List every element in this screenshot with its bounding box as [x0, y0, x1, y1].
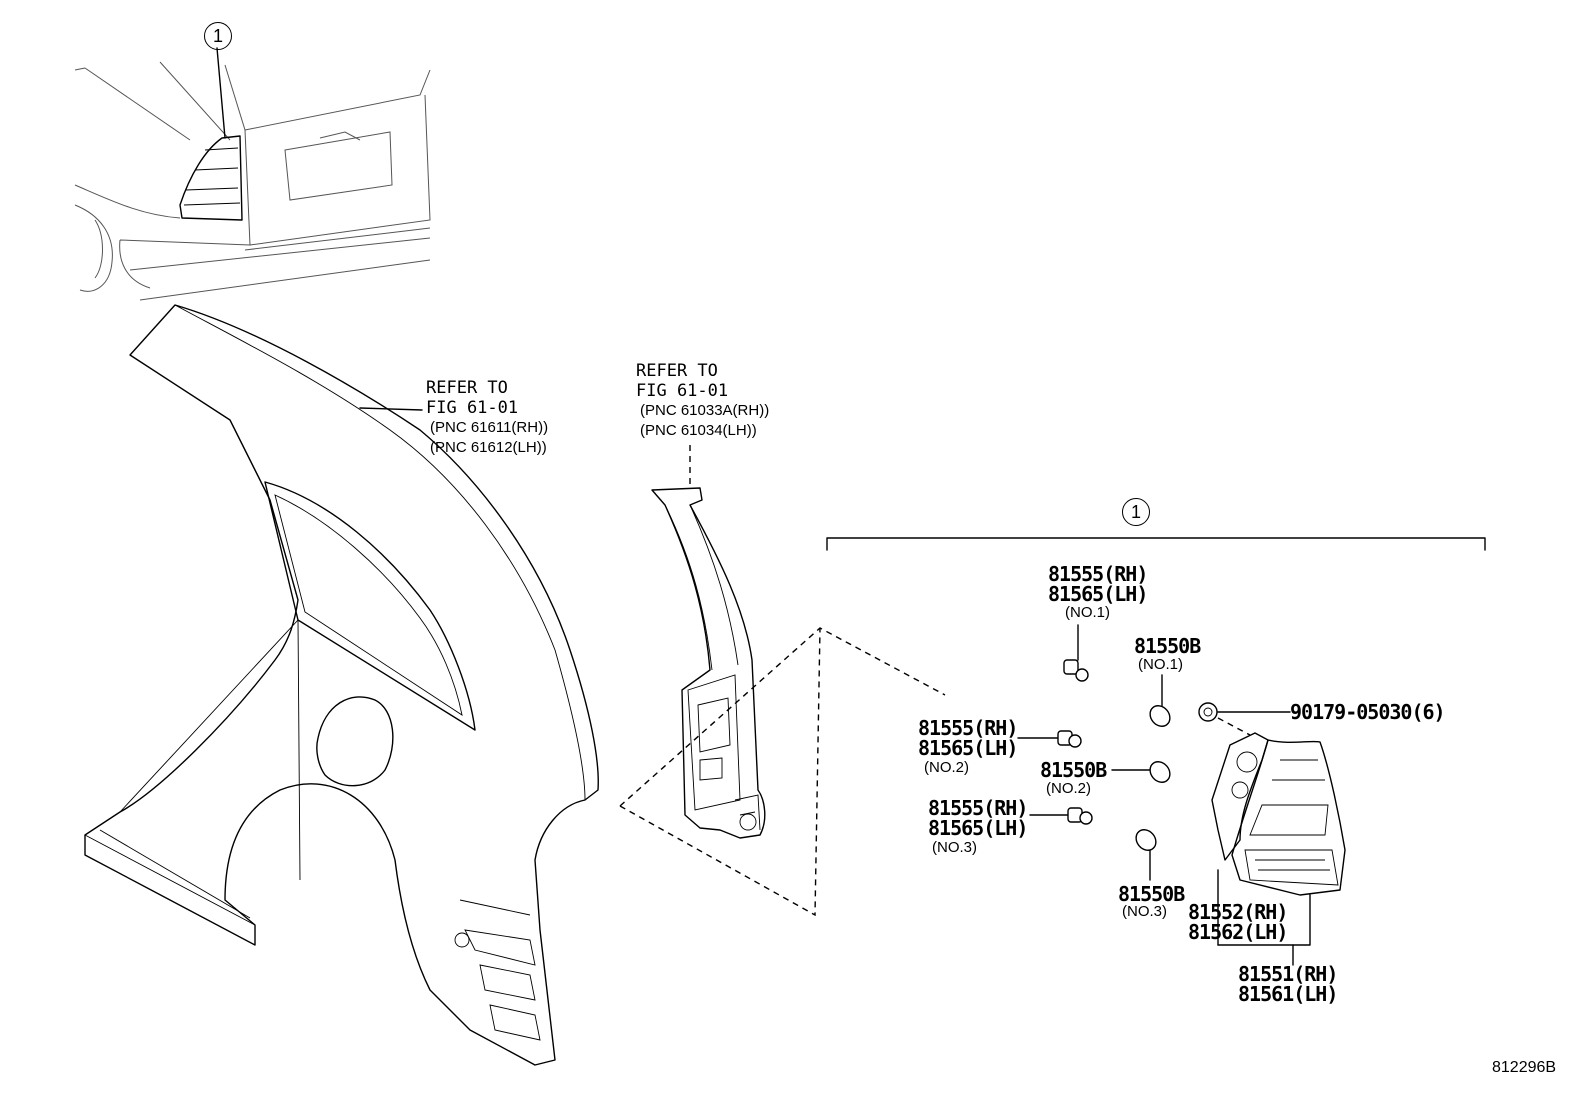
socket-no2-drawing — [1017, 730, 1082, 748]
inner-panel — [651, 445, 766, 839]
figure-code: 812296B — [1492, 1059, 1557, 1076]
bulb-no2-drawing — [1111, 761, 1171, 783]
socket-no1-note: (NO.1) — [1065, 604, 1110, 621]
lens-lh: 81562(LH) — [1188, 920, 1288, 944]
nut-pn: 90179-05030(6) — [1290, 700, 1446, 724]
lamp-rh: 81551(RH) — [1238, 962, 1338, 986]
socket-no3-drawing — [1029, 807, 1093, 825]
lamp-lh: 81561(LH) — [1238, 982, 1338, 1006]
bulb-no1-drawing — [1149, 674, 1171, 727]
inner-panel-refer: REFER TO — [636, 361, 718, 381]
socket-no3-rh: 81555(RH) — [928, 796, 1028, 820]
inner-panel-pnc-rh: (PNC 61033A(RH)) — [640, 402, 770, 419]
quarter-panel-refer: REFER TO — [426, 378, 508, 398]
socket-no1-drawing — [1063, 624, 1089, 682]
inner-panel-pnc-lh: (PNC 61034(LH)) — [640, 422, 757, 439]
socket-no2-note: (NO.2) — [924, 759, 969, 776]
bulb-no1-note: (NO.1) — [1138, 656, 1183, 673]
socket-no2-rh: 81555(RH) — [918, 716, 1018, 740]
tail-lamp-drawing — [1211, 732, 1346, 966]
bulb-no3-note: (NO.3) — [1122, 903, 1167, 920]
lens-rh: 81552(RH) — [1188, 900, 1288, 924]
quarter-panel-fig: FIG 61-01 — [426, 398, 519, 418]
socket-no2-lh: 81565(LH) — [918, 736, 1018, 760]
quarter-panel-pnc-rh: (PNC 61611(RH)) — [430, 419, 549, 436]
quarter-panel-pnc-lh: (PNC 61612(LH)) — [430, 439, 547, 456]
socket-no1-rh: 81555(RH) — [1048, 562, 1148, 586]
quarter-panel — [84, 304, 599, 1066]
assembly-callout: 1 — [1122, 498, 1150, 526]
socket-no3-note: (NO.3) — [932, 839, 977, 856]
socket-no3-lh: 81565(LH) — [928, 816, 1028, 840]
nut-drawing — [1198, 702, 1291, 736]
car-rear-view — [74, 47, 431, 301]
socket-no1-lh: 81565(LH) — [1048, 582, 1148, 606]
bulb-no2-note: (NO.2) — [1046, 780, 1091, 797]
bulb-no2-pn: 81550B — [1040, 758, 1107, 782]
bulb-no3-pn: 81550B — [1118, 882, 1185, 906]
bulb-no3-drawing — [1135, 829, 1157, 881]
car-view-callout: 1 — [204, 22, 232, 50]
bulb-no1-pn: 81550B — [1134, 634, 1201, 658]
inner-panel-fig: FIG 61-01 — [636, 381, 729, 401]
